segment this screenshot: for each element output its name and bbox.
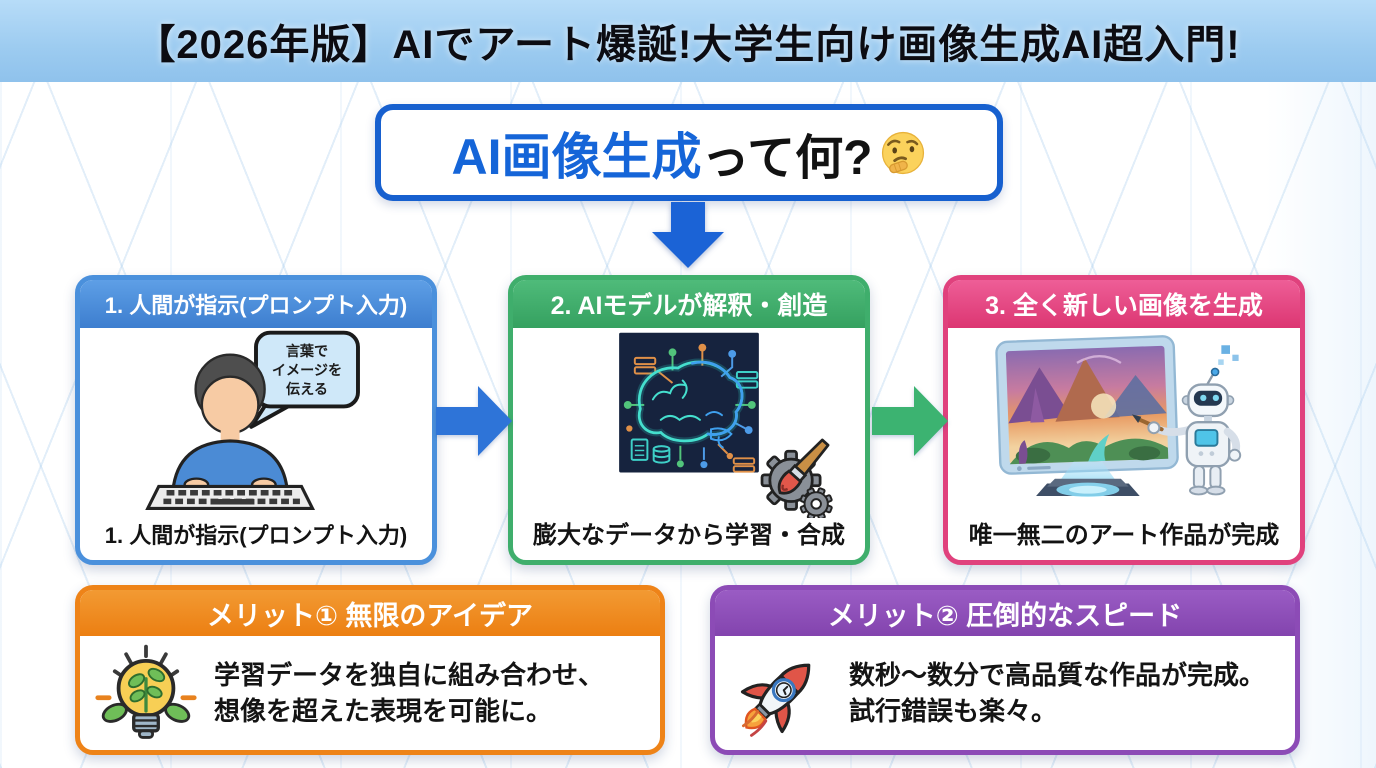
monitor-robot-illustration [995, 335, 1242, 497]
top-banner: 【2026年版】AIでアート爆誕!大学生向け画像生成AI超入門! [0, 0, 1376, 82]
step-3-body: 唯一無二のアート作品が完成 [948, 328, 1300, 560]
robot-painter-icon [1131, 367, 1242, 496]
merit-card-2-overwhelming-speed: メリット② 圧倒的なスピード [710, 585, 1300, 755]
question-box: AI画像生成 って何? [375, 104, 1003, 201]
gear-and-paintbrush-icon [760, 438, 833, 518]
step-2-header: 2. AIモデルが解釈・創造 [513, 280, 865, 328]
rocket-speed-icon [740, 663, 811, 737]
person-typing-illustration: 言葉で イメージを 伝える [145, 330, 360, 510]
right-arrow-step1-to-step2-icon [436, 386, 512, 456]
lightbulb-idea-icon [95, 644, 197, 739]
merit-2-line2: 試行錯誤も楽々。 [849, 696, 1058, 726]
step-1-header: 1. 人間が指示(プロンプト入力) [80, 280, 432, 328]
speech-bubble-line2: イメージを [272, 362, 342, 378]
question-suffix: って何? [701, 131, 873, 185]
question-highlight: AI画像生成 [451, 128, 702, 185]
merit-2-text: 数秒〜数分で高品質な作品が完成。 試行錯誤も楽々。 [849, 657, 1265, 730]
step-card-1-human-prompt: 1. 人間が指示(プロンプト入力) 言葉で イメージを 伝える [75, 275, 437, 565]
merit-1-text: 学習データを独自に組み合わせ、 想像を超えた表現を可能に。 [214, 657, 604, 730]
down-arrow-icon [652, 202, 724, 268]
merit-2-line1: 数秒〜数分で高品質な作品が完成。 [849, 659, 1266, 690]
step-3-caption: 唯一無二のアート作品が完成 [968, 522, 1280, 549]
merit-1-header: メリット① 無限のアイデア [80, 590, 660, 636]
step-1-body: 言葉で イメージを 伝える 1. 人間が指示(プロンプト入力) [80, 328, 432, 560]
step-card-2-ai-model: 2. AIモデルが解釈・創造 [508, 275, 870, 565]
merit-1-body: 学習データを独自に組み合わせ、 想像を超えた表現を可能に。 [80, 636, 660, 750]
step-2-caption: 膨大なデータから学習・合成 [533, 522, 845, 549]
merit-card-1-infinite-ideas: メリット① 無限のアイデア [75, 585, 665, 755]
merit-2-body: 数秒〜数分で高品質な作品が完成。 試行錯誤も楽々。 [715, 636, 1295, 750]
speech-bubble-line1: 言葉で [286, 343, 328, 359]
step-2-body: 膨大なデータから学習・合成 [513, 328, 865, 560]
right-arrow-step2-to-step3-icon [872, 386, 948, 456]
merit-1-line2: 想像を超えた表現を可能に。 [214, 696, 553, 726]
page-title: 【2026年版】AIでアート爆誕!大学生向け画像生成AI超入門! [135, 23, 1241, 67]
step-1-caption: 1. 人間が指示(プロンプト入力) [104, 523, 408, 548]
step-card-3-new-image: 3. 全く新しい画像を生成 [943, 275, 1305, 565]
speech-bubble-line3: 伝える [286, 381, 328, 397]
merit-1-line1: 学習データを独自に組み合わせ、 [214, 659, 605, 690]
step-3-header: 3. 全く新しい画像を生成 [948, 280, 1300, 328]
ai-brain-illustration [619, 332, 833, 518]
thinking-face-emoji-icon [882, 131, 925, 174]
merit-2-header: メリット② 圧倒的なスピード [715, 590, 1295, 636]
